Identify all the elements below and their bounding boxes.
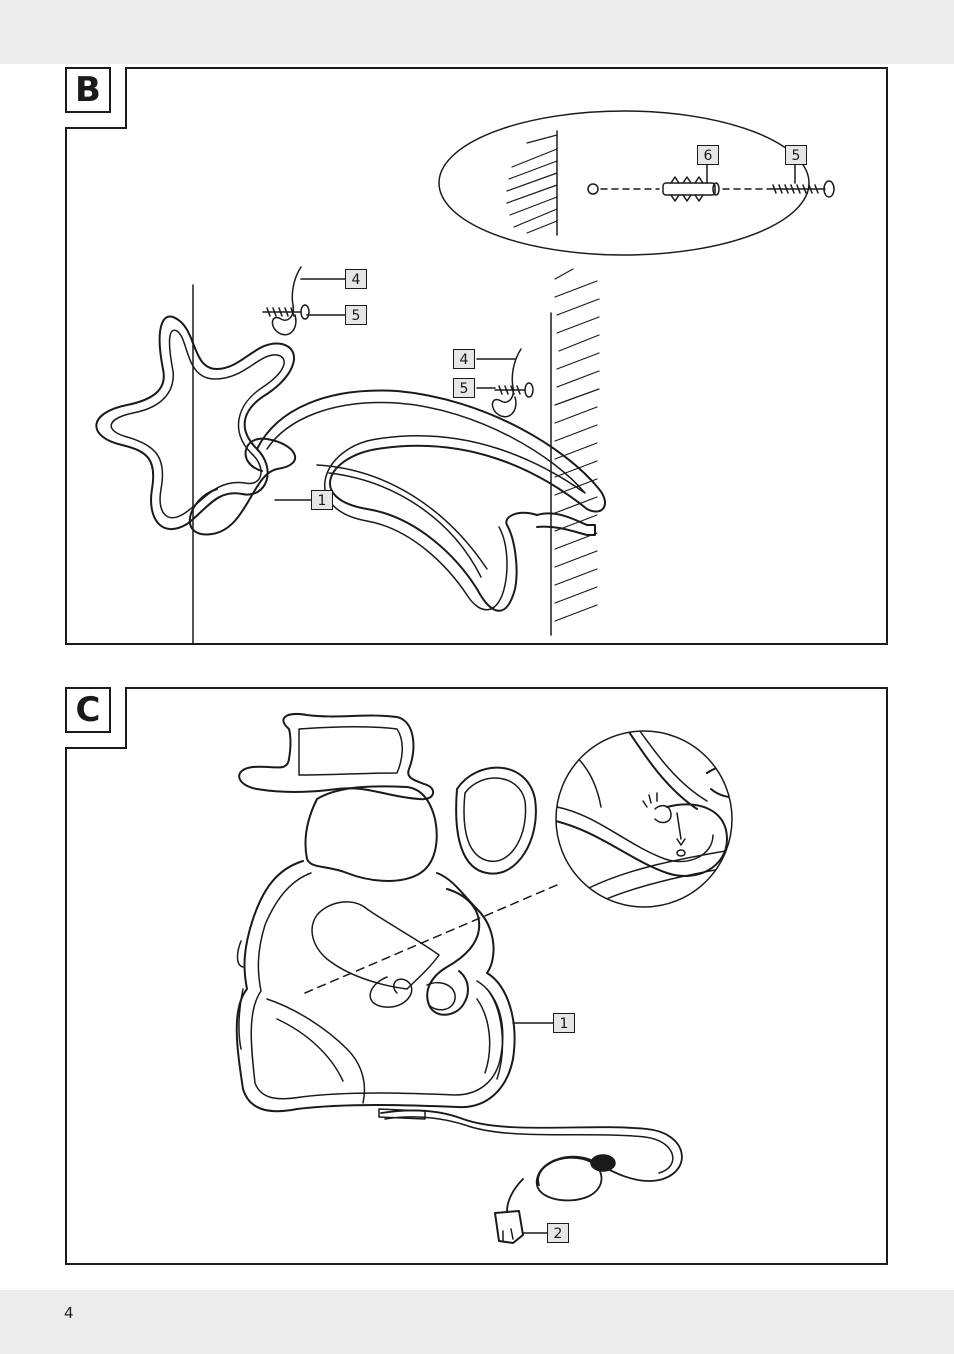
right-wall-hatching: [555, 269, 599, 621]
callout-5-detail: 5: [785, 145, 807, 165]
callout-4-right: 4: [453, 349, 475, 369]
header-band: [0, 0, 954, 64]
arm-loop: [370, 977, 412, 1007]
drill-hole-icon: [588, 184, 598, 194]
callout-4-left: 4: [345, 269, 367, 289]
body-tube-outer: [237, 861, 515, 1111]
uk-plug-icon: [495, 1211, 523, 1243]
wall-hatching-detail: [507, 135, 557, 233]
wall-plug-icon: [663, 177, 719, 201]
zoom-detail-content: [547, 727, 761, 903]
power-cable: [381, 1111, 682, 1201]
callout-1: 1: [311, 490, 333, 510]
screw-icon-detail: [767, 181, 834, 197]
footer-band: [0, 1290, 954, 1354]
screw-left-icon: [263, 305, 309, 319]
body-tube-inner: [251, 873, 503, 1099]
callout-1-c: 1: [553, 1013, 575, 1033]
hook-left-icon: [272, 267, 301, 335]
cable-end: [537, 513, 595, 535]
callout-6: 6: [697, 145, 719, 165]
shooting-star-illustration: [67, 69, 886, 643]
figure-b-panel: B: [65, 67, 888, 645]
callout-5-right: 5: [453, 378, 475, 398]
star-tube-inner: [111, 330, 284, 517]
zoom-guide-line: [305, 885, 557, 993]
figure-c-panel: C: [65, 687, 888, 1265]
page-number: 4: [64, 1304, 74, 1322]
callout-2: 2: [547, 1223, 569, 1243]
snowman-illustration: [67, 689, 886, 1263]
callout-5-left: 5: [345, 305, 367, 325]
star-tube-outer: [96, 316, 294, 529]
zoom-detail-circle: [556, 731, 732, 907]
tail-loop: [190, 439, 295, 535]
ferrite-core-icon: [591, 1155, 615, 1171]
mounting-detail-ellipse: [439, 111, 809, 255]
earmuff-loop: [456, 768, 536, 874]
cable-tie-icon: [643, 793, 685, 856]
screw-right-icon: [495, 383, 533, 397]
head-tube: [305, 786, 436, 881]
